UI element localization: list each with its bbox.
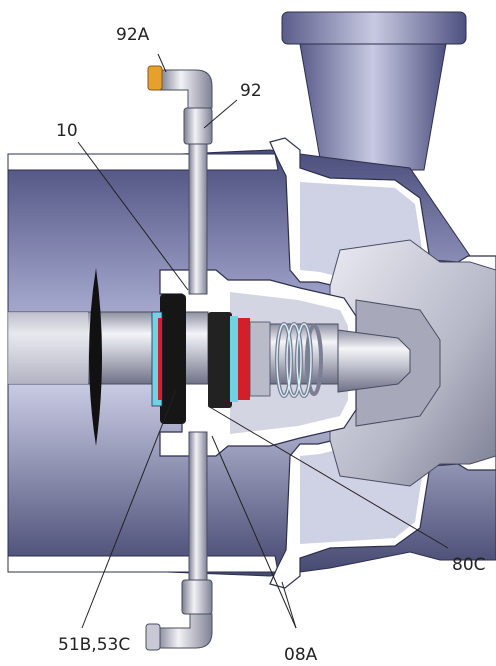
label-80c: 80C xyxy=(452,555,486,575)
label-92: 92 xyxy=(240,81,262,101)
mechanical-seal-rings xyxy=(151,294,271,424)
label-92a: 92A xyxy=(116,25,150,45)
flush-pipe-bottom xyxy=(145,431,213,651)
slinger-disc xyxy=(89,268,102,446)
seal-spring xyxy=(275,322,323,398)
label-51b-53c: 51B,53C xyxy=(58,635,130,655)
flush-pipe-top xyxy=(147,65,213,295)
impeller xyxy=(329,239,496,487)
label-10: 10 xyxy=(56,121,78,141)
label-08a: 08A xyxy=(284,645,318,665)
outlet-nozzle xyxy=(281,11,467,171)
leader-lines xyxy=(77,53,449,629)
